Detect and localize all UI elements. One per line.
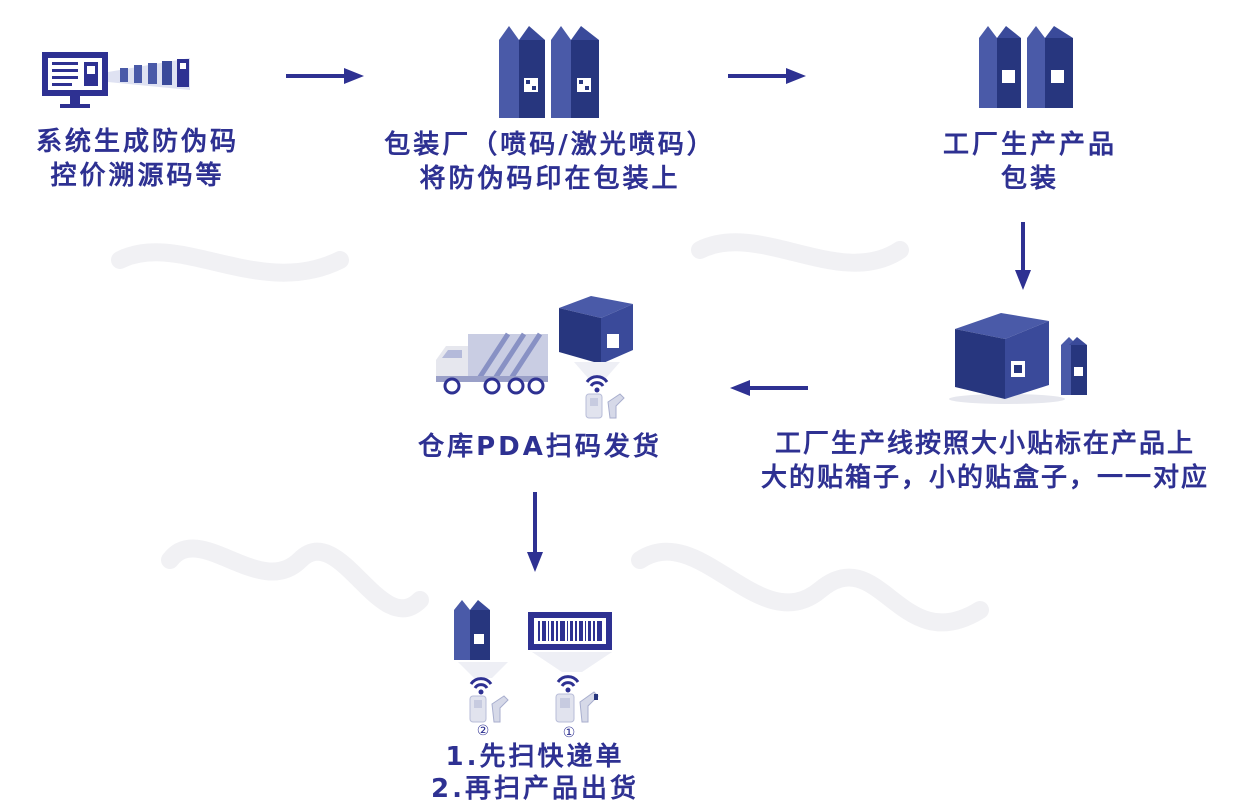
- step3-line1: 工厂生产产品: [942, 130, 1117, 160]
- step3-caption: 工厂生产产品 包装: [880, 128, 1180, 196]
- step1-caption: 系统生成防伪码 控价溯源码等: [0, 125, 275, 193]
- step4-line1: 工厂生产线按照大小贴标在产品上: [774, 429, 1195, 459]
- step3-line2: 包装: [1000, 164, 1059, 194]
- arrow-right-icon: [728, 68, 806, 84]
- product-boxes-icon: [979, 26, 1073, 108]
- arrow-left-icon: [730, 380, 808, 396]
- scanner-first-mark: ①: [562, 725, 576, 741]
- barcode-scanner-icon: [574, 362, 625, 419]
- computer-monitor-icon: [42, 52, 190, 108]
- package-box-icon: [454, 600, 490, 660]
- step6-caption: 1.先扫快递单 2.再扫产品出货: [390, 741, 680, 805]
- barcode-label-icon: [528, 612, 612, 650]
- arrow-down-icon: [1015, 222, 1031, 290]
- step6-line2: 2.再扫产品出货: [431, 774, 639, 804]
- barcode-scanner-icon: [532, 652, 612, 723]
- step2-caption: 包装厂（喷码/激光喷码） 将防伪码印在包装上: [365, 128, 735, 196]
- step4-line2: 大的贴箱子，小的贴盒子，一一对应: [760, 463, 1209, 493]
- shipping-box-icon: [559, 296, 633, 364]
- barcode-scanner-icon: [458, 662, 509, 723]
- step2-line2: 将防伪码印在包装上: [419, 164, 681, 194]
- arrow-down-icon: [527, 492, 543, 572]
- shipping-box-icon: [949, 313, 1087, 404]
- step1-line1: 系统生成防伪码: [35, 127, 239, 157]
- arrow-right-icon: [286, 68, 364, 84]
- step4-caption: 工厂生产线按照大小贴标在产品上 大的贴箱子，小的贴盒子，一一对应: [720, 427, 1250, 495]
- package-boxes-icon: [499, 26, 599, 118]
- delivery-truck-icon: [436, 332, 548, 395]
- step5-line1: 仓库PDA扫码发货: [418, 432, 662, 462]
- step5-caption: 仓库PDA扫码发货: [380, 430, 700, 464]
- step1-line2: 控价溯源码等: [50, 161, 225, 191]
- step2-line1: 包装厂（喷码/激光喷码）: [384, 130, 716, 160]
- step6-line1: 1.先扫快递单: [445, 742, 625, 772]
- scanner-second-mark: ②: [476, 723, 490, 739]
